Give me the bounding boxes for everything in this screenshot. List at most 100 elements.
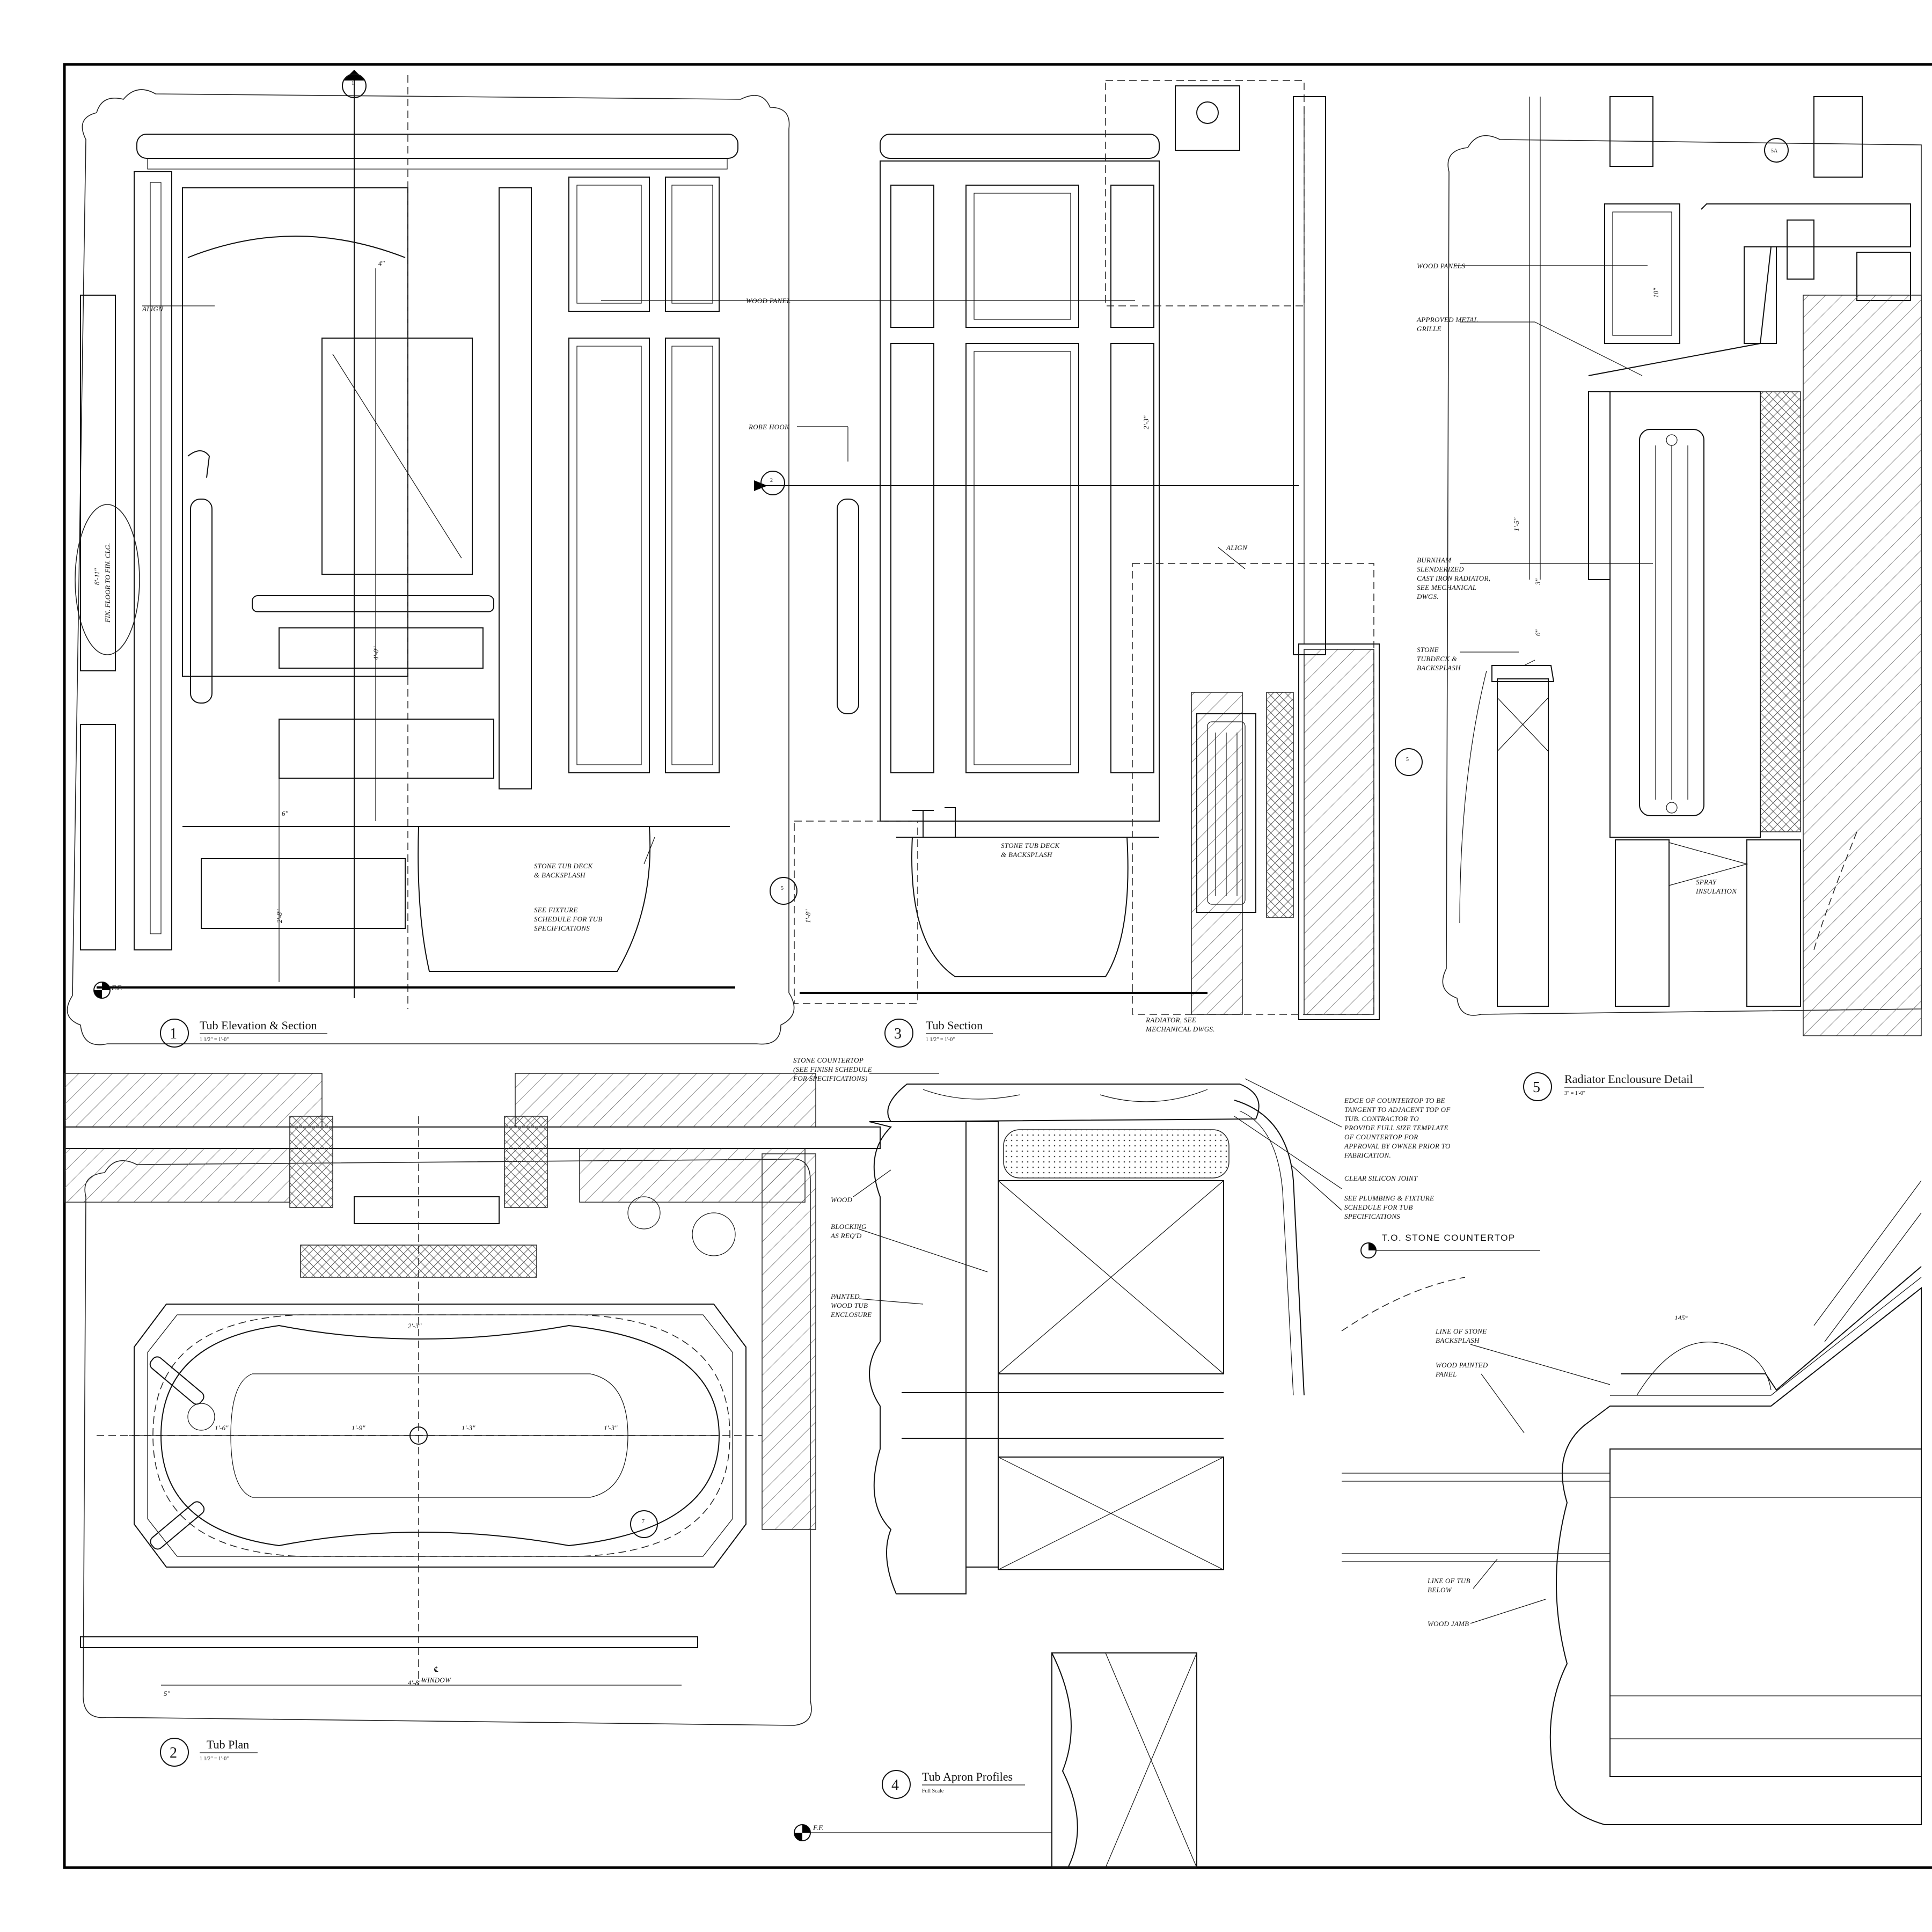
ff-label-4: F.F. (813, 1824, 824, 1832)
edge-countertop-note-g: FABRICATION. (1344, 1151, 1391, 1159)
see-plumbing-note-b: SCHEDULE FOR TUB (1344, 1203, 1413, 1211)
detail-1-title: Tub Elevation & Section (200, 1019, 317, 1032)
detail-2-number: 2 (170, 1745, 177, 1761)
dim-d8: 3" (1534, 579, 1542, 586)
blocking-note-a: BLOCKING (831, 1223, 867, 1231)
stone-tubdeck-note-a: STONE (1417, 646, 1439, 654)
painted-enclosure-note-c: ENCLOSURE (830, 1311, 872, 1319)
see-plumbing-note-c: SPECIFICATIONS (1344, 1212, 1400, 1220)
detail-2-tub-plan (64, 1073, 881, 1767)
metal-grille-note-a: APPROVED METAL (1416, 316, 1478, 324)
dim-d16: 4'-8" (408, 1679, 422, 1687)
detail-2-title: Tub Plan (207, 1738, 249, 1751)
burnham-note-c: CAST IRON RADIATOR, (1417, 574, 1490, 582)
align-note-1: ALIGN (142, 305, 164, 313)
see-plumbing-note-a: SEE PLUMBING & FIXTURE (1344, 1194, 1434, 1202)
burnham-note-e: DWGS. (1416, 592, 1439, 601)
dim-d6: 2'-3" (1142, 415, 1150, 429)
detail-4-tub-apron (794, 1073, 1540, 1868)
dim-d12: 1'-9" (352, 1424, 365, 1432)
detail-3-title: Tub Section (926, 1019, 983, 1032)
edge-countertop-note-f: APPROVAL BY OWNER PRIOR TO (1344, 1142, 1451, 1150)
stone-tubdeck-note-b: TUBDECK & (1417, 655, 1458, 663)
dim-d4: 4'-0" (372, 646, 380, 660)
see-fixture-note-c: SPECIFICATIONS (534, 924, 590, 932)
painted-enclosure-note-a: PAINTED (830, 1292, 860, 1300)
detail-1-number: 1 (170, 1026, 177, 1042)
detail-1-scale: 1 1/2" = 1'-0" (200, 1037, 229, 1043)
line-tub-below-note-a: LINE OF TUB (1427, 1577, 1470, 1585)
marker-m8: 7 (642, 1519, 645, 1525)
height-dimension: 8'-11" (93, 568, 101, 585)
edge-countertop-note-c: TUB. CONTRACTOR TO (1344, 1115, 1419, 1123)
detail-1-tub-elevation (67, 70, 1135, 1048)
wood-jamb-note: WOOD JAMB (1428, 1620, 1469, 1628)
wood-painted-panel-note-b: PANEL (1435, 1370, 1457, 1378)
marker-m2: 5 (1406, 757, 1409, 763)
edge-countertop-note-d: PROVIDE FULL SIZE TEMPLATE (1344, 1124, 1448, 1132)
stone-tubdeck-note-c: BACKSPLASH (1417, 664, 1461, 672)
height-note: FIN. FLOOR TO FIN. CLG. (104, 543, 112, 623)
dim-d5: 1'-8" (804, 909, 812, 923)
detail-3-number: 3 (894, 1026, 902, 1042)
detail-5-radiator-enclosure (1442, 96, 1922, 1101)
marker-m5: 5A (1771, 148, 1778, 154)
stone-tub-deck-note-1a: STONE TUB DECK (534, 862, 593, 870)
window-label: WINDOW (421, 1676, 451, 1684)
wood-painted-panel-note-a: WOOD PAINTED (1436, 1361, 1488, 1369)
marker-m4: 5 (781, 885, 784, 891)
burnham-note-a: BURNHAM (1417, 556, 1452, 564)
stone-tub-deck-note-3a: STONE TUB DECK (1001, 841, 1060, 850)
blocking-note-b: AS REQ'D (830, 1232, 862, 1240)
stone-countertop-note-c: FOR SPECIFICATIONS) (793, 1074, 867, 1082)
detail-backsplash-profile (1342, 1180, 1922, 1825)
detail-5-title: Radiator Enclousure Detail (1564, 1072, 1693, 1086)
marker-m3: 2 (770, 478, 773, 484)
spray-insulation-note-b: INSULATION (1695, 887, 1737, 895)
stone-countertop-note-a: STONE COUNTERTOP (793, 1056, 863, 1064)
see-fixture-note-a: SEE FIXTURE (534, 906, 578, 914)
dim-d15: 1'-6" (215, 1424, 229, 1432)
detail-4-number: 4 (891, 1777, 899, 1794)
detail-4-title: Tub Apron Profiles (922, 1770, 1013, 1783)
marker-m1: 1 (352, 80, 354, 86)
line-stone-backsplash-note-a: LINE OF STONE (1435, 1327, 1487, 1335)
dim-d9: 6" (1534, 630, 1542, 636)
wood-panels-note: WOOD PANELS (1417, 262, 1465, 270)
burnham-note-d: SEE MECHANICAL (1417, 583, 1476, 591)
radiator-see-note-a: RADIATOR, SEE (1145, 1016, 1196, 1024)
edge-countertop-note-a: EDGE OF COUNTERTOP TO BE (1344, 1096, 1445, 1104)
radiator-see-note-b: MECHANICAL DWGS. (1145, 1025, 1215, 1033)
dim-d17: 5" (164, 1689, 171, 1697)
dim-d7: 1'-5" (1512, 517, 1520, 531)
edge-countertop-note-b: TANGENT TO ADJACENT TOP OF (1344, 1106, 1451, 1114)
sheet-border (63, 63, 1932, 1869)
ff-label-1: F.F. (111, 984, 122, 992)
line-tub-below-note-b: BELOW (1428, 1586, 1452, 1594)
dim-d3: 6" (282, 809, 289, 817)
clear-silicon-note: CLEAR SILICON JOINT (1344, 1174, 1418, 1182)
dim-d13: 1'-3" (462, 1424, 475, 1432)
dim-d2: 2'-8" (275, 909, 283, 923)
burnham-note-b: SLENDERIZED (1417, 565, 1464, 573)
dim-d11: 2'-3" (408, 1322, 422, 1330)
detail-4-scale: Full Scale (922, 1788, 944, 1794)
spray-insulation-note-a: SPRAY (1696, 878, 1717, 886)
stone-tub-deck-note-1b: & BACKSPLASH (534, 871, 586, 879)
dim-d14: 1'-3" (604, 1424, 618, 1432)
metal-grille-note-b: GRILLE (1417, 325, 1441, 333)
line-stone-backsplash-note-b: BACKSPLASH (1436, 1336, 1480, 1344)
edge-countertop-note-e: OF COUNTERTOP FOR (1344, 1133, 1418, 1141)
to-stone-countertop-label: T.O. STONE COUNTERTOP (1382, 1233, 1516, 1243)
detail-3-tub-section (754, 80, 1423, 1048)
dim-d1: 4" (378, 259, 385, 267)
robe-hook-note: ROBE HOOK (748, 423, 790, 431)
detail-3-scale: 1 1/2" = 1'-0" (926, 1037, 955, 1043)
wood-note: WOOD (831, 1196, 853, 1204)
wood-panel-note: WOOD PANEL (746, 297, 791, 305)
detail-5-scale: 3" = 1'-0" (1564, 1091, 1585, 1096)
dim-d10: 10" (1652, 288, 1660, 298)
see-fixture-note-b: SCHEDULE FOR TUB (534, 915, 603, 923)
angle-dimension: 145° (1674, 1314, 1688, 1322)
